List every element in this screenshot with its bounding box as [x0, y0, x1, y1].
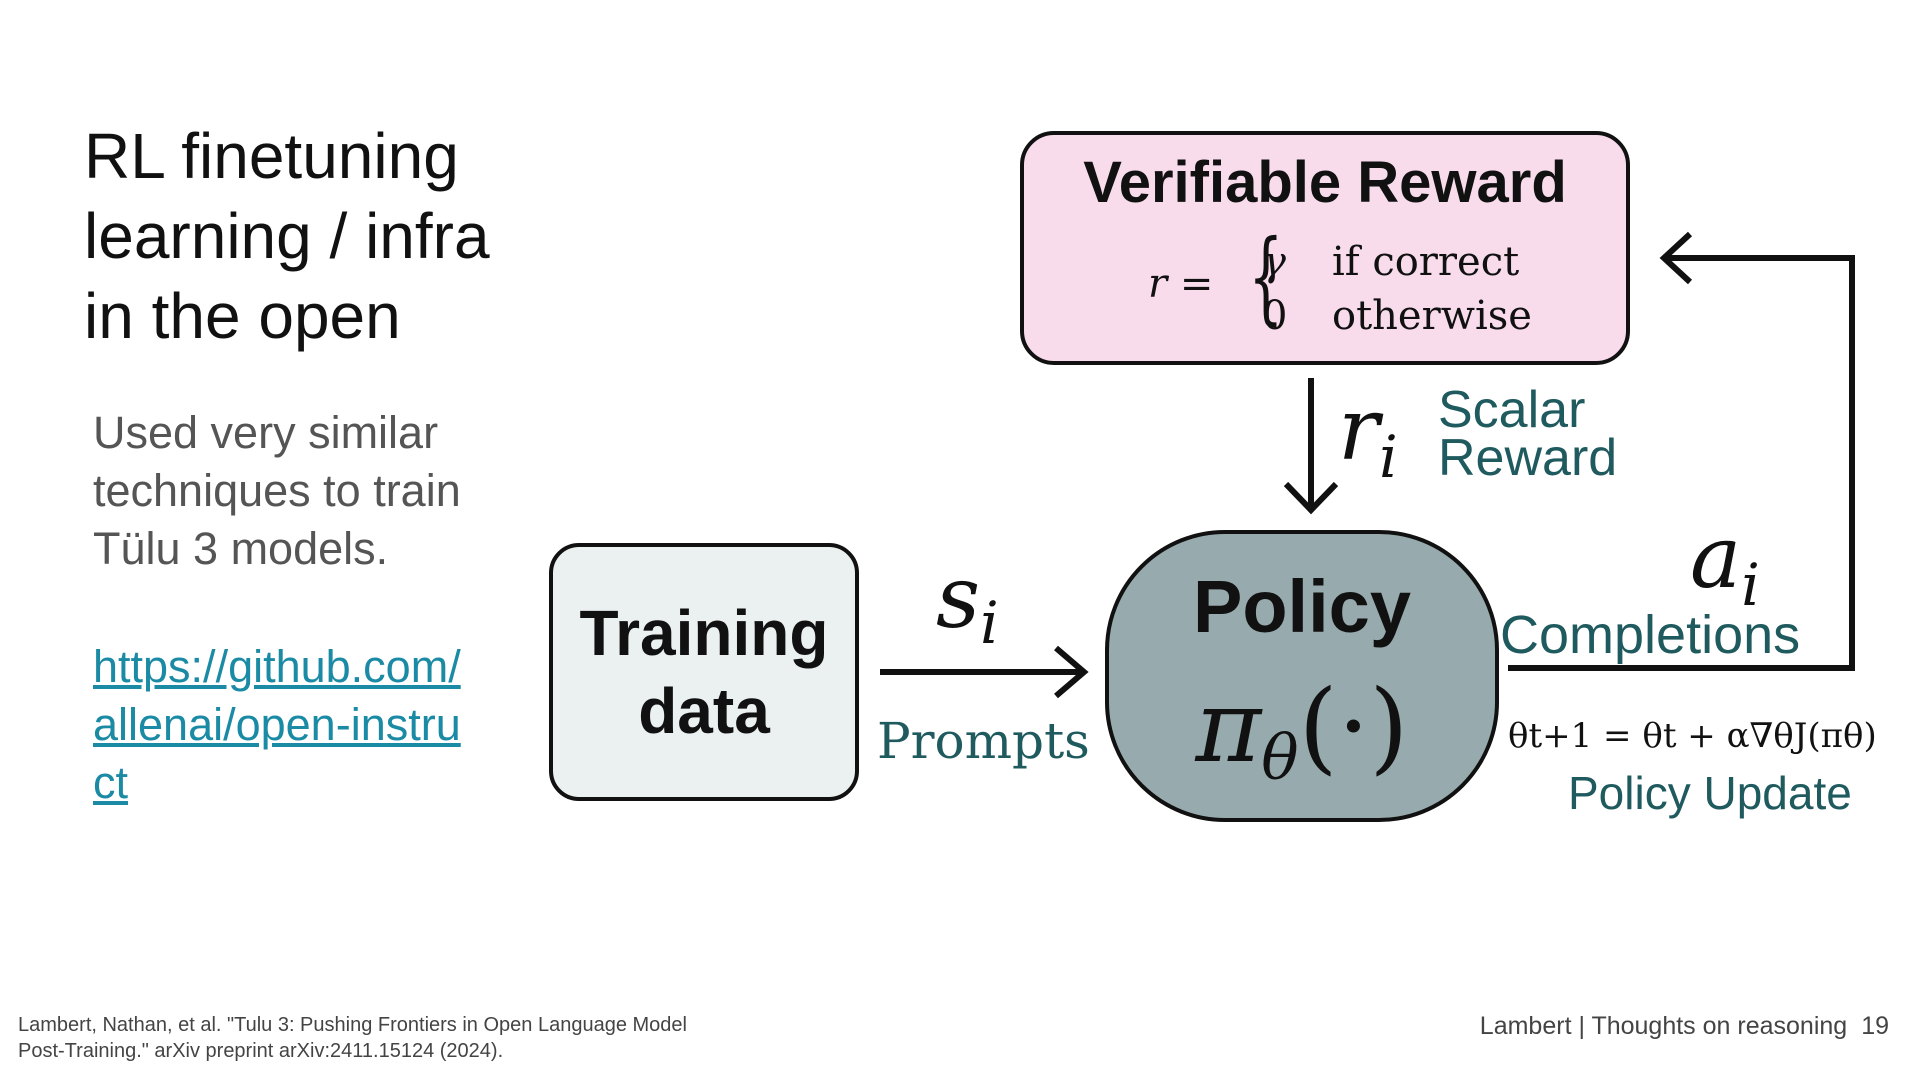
prompts-label: Prompts [877, 712, 1090, 770]
reward-variable-subscript: i [1379, 423, 1398, 491]
action-variable-subscript: i [1741, 551, 1760, 619]
policy-title: Policy [1193, 565, 1411, 648]
prompt-variable-symbol: s [936, 548, 981, 648]
action-variable-symbol: a [1690, 508, 1742, 608]
footer-text: Lambert | Thoughts on reasoning [1479, 1012, 1848, 1040]
slide-footer: Lambert | Thoughts on reasoning 19 [1480, 1012, 1889, 1041]
page-number: 19 [1861, 1012, 1889, 1040]
prompts-arrow [880, 645, 1089, 699]
github-link[interactable]: https://github.com/ allenai/open-instru … [93, 641, 461, 808]
policy-update-label: Policy Update [1568, 767, 1852, 819]
reward-case-correct-condition: if correct [1332, 239, 1520, 285]
scalar-reward-label: Scalar Reward [1438, 381, 1618, 487]
completions-label: Completions [1500, 605, 1801, 665]
citation: Lambert, Nathan, et al. "Tulu 3: Pushing… [18, 1014, 687, 1062]
policy-update-equation: θt+1 = θt + α∇θJ(πθ) [1508, 716, 1877, 756]
reward-variable-symbol: r [1338, 380, 1380, 480]
reward-case-correct: γ if correct [1262, 239, 1519, 285]
reward-box-title: Verifiable Reward [1083, 150, 1567, 215]
prompt-variable-subscript: i [980, 589, 999, 657]
reward-formula-lhs: r = [1148, 261, 1214, 307]
action-variable: ai [1690, 508, 1760, 619]
training-data-box: Training data [549, 543, 859, 801]
slide-title: RL finetuning learning / infra in the op… [84, 120, 490, 352]
policy-symbol: π [1195, 668, 1262, 785]
policy-argument: (·) [1298, 668, 1409, 785]
reward-case-otherwise-condition: otherwise [1332, 293, 1532, 339]
training-data-label: Training data [579, 597, 829, 747]
policy-subscript: θ [1261, 721, 1299, 794]
reward-case-otherwise: 0 otherwise [1262, 293, 1532, 339]
reward-arrow [1283, 378, 1339, 515]
prompt-variable: si [936, 548, 999, 657]
reward-formula-brace: { [1248, 218, 1284, 335]
policy-formula: πθ(·) [1109, 668, 1495, 794]
completions-arrow [1508, 231, 1855, 671]
reward-case-correct-value: γ [1262, 239, 1286, 285]
verifiable-reward-box: Verifiable Reward r = { γ if correct 0 oth… [1020, 131, 1630, 365]
policy-box: Policy πθ(·) [1105, 530, 1499, 822]
reward-variable: ri [1338, 380, 1398, 491]
reward-case-otherwise-value: 0 [1262, 293, 1288, 339]
slide-body-text: Used very similar techniques to train Tü… [93, 407, 461, 574]
